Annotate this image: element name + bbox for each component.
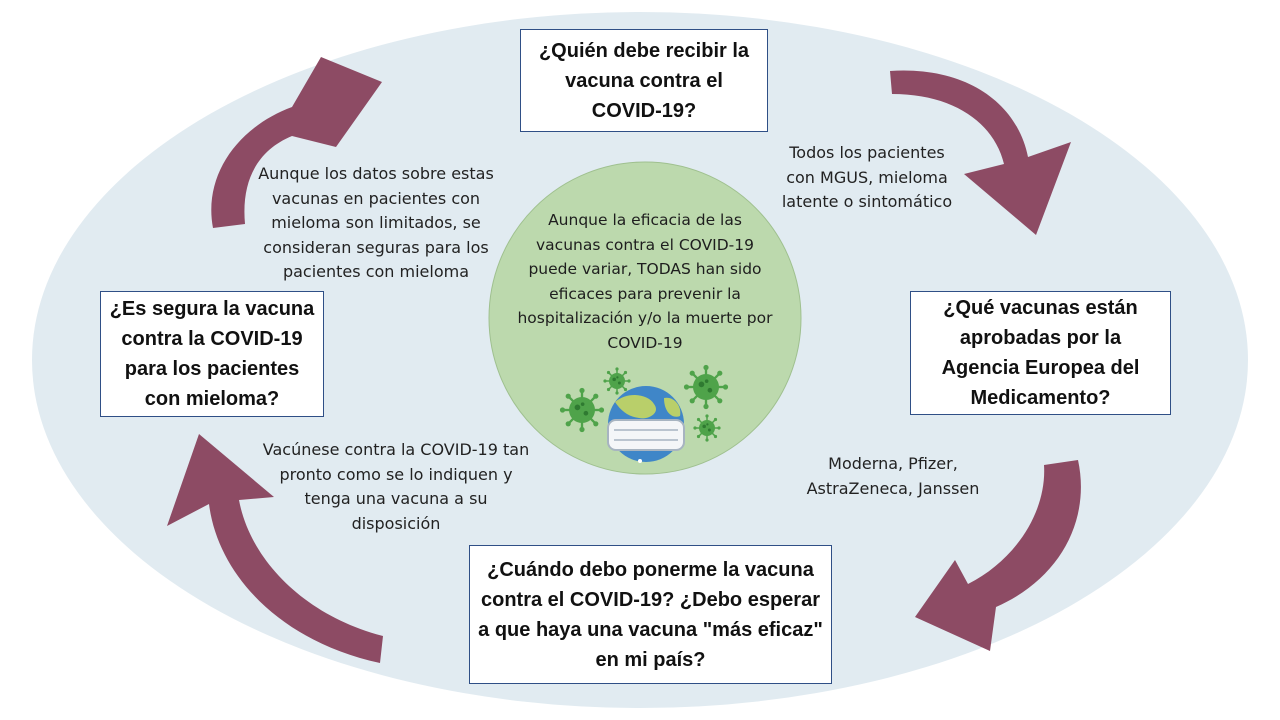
virus-icon xyxy=(683,364,729,410)
question-top-text: ¿Quién debe recibir la vacuna contra el … xyxy=(538,39,750,122)
question-right-text: ¿Qué vacunas están aprobadas por la Agen… xyxy=(941,297,1140,409)
question-bottom-box: ¿Cuándo debo ponerme la vacuna contra el… xyxy=(469,545,832,684)
question-left-box: ¿Es segura la vacuna contra la COVID-19 … xyxy=(100,291,324,417)
answer-top-left: Aunque los datos sobre estas vacunas en … xyxy=(258,164,494,281)
arrow-top-right xyxy=(890,70,1071,235)
answer-bottom-left: Vacúnese contra la COVID-19 tan pronto c… xyxy=(262,440,530,533)
globe-with-mask-icon xyxy=(607,386,685,463)
answer-top-right: Todos los pacientes con MGUS, mieloma la… xyxy=(781,143,953,211)
virus-icon xyxy=(603,367,631,395)
arrow-bottom-right xyxy=(915,460,1081,651)
virus-icon xyxy=(559,387,605,433)
question-top-box: ¿Quién debe recibir la vacuna contra el … xyxy=(520,29,768,132)
center-text: Aunque la eficacia de las vacunas contra… xyxy=(517,211,773,352)
arrow-top-left xyxy=(211,57,382,228)
virus-icon xyxy=(693,414,721,442)
cycle-arrows xyxy=(167,57,1081,663)
question-bottom-text: ¿Cuándo debo ponerme la vacuna contra el… xyxy=(478,558,823,671)
question-left-text: ¿Es segura la vacuna contra la COVID-19 … xyxy=(109,298,315,410)
answer-bottom-right: Moderna, Pfizer, AstraZeneca, Janssen xyxy=(806,454,980,498)
question-right-box: ¿Qué vacunas están aprobadas por la Agen… xyxy=(910,291,1171,415)
arrow-bottom-left xyxy=(167,434,383,663)
